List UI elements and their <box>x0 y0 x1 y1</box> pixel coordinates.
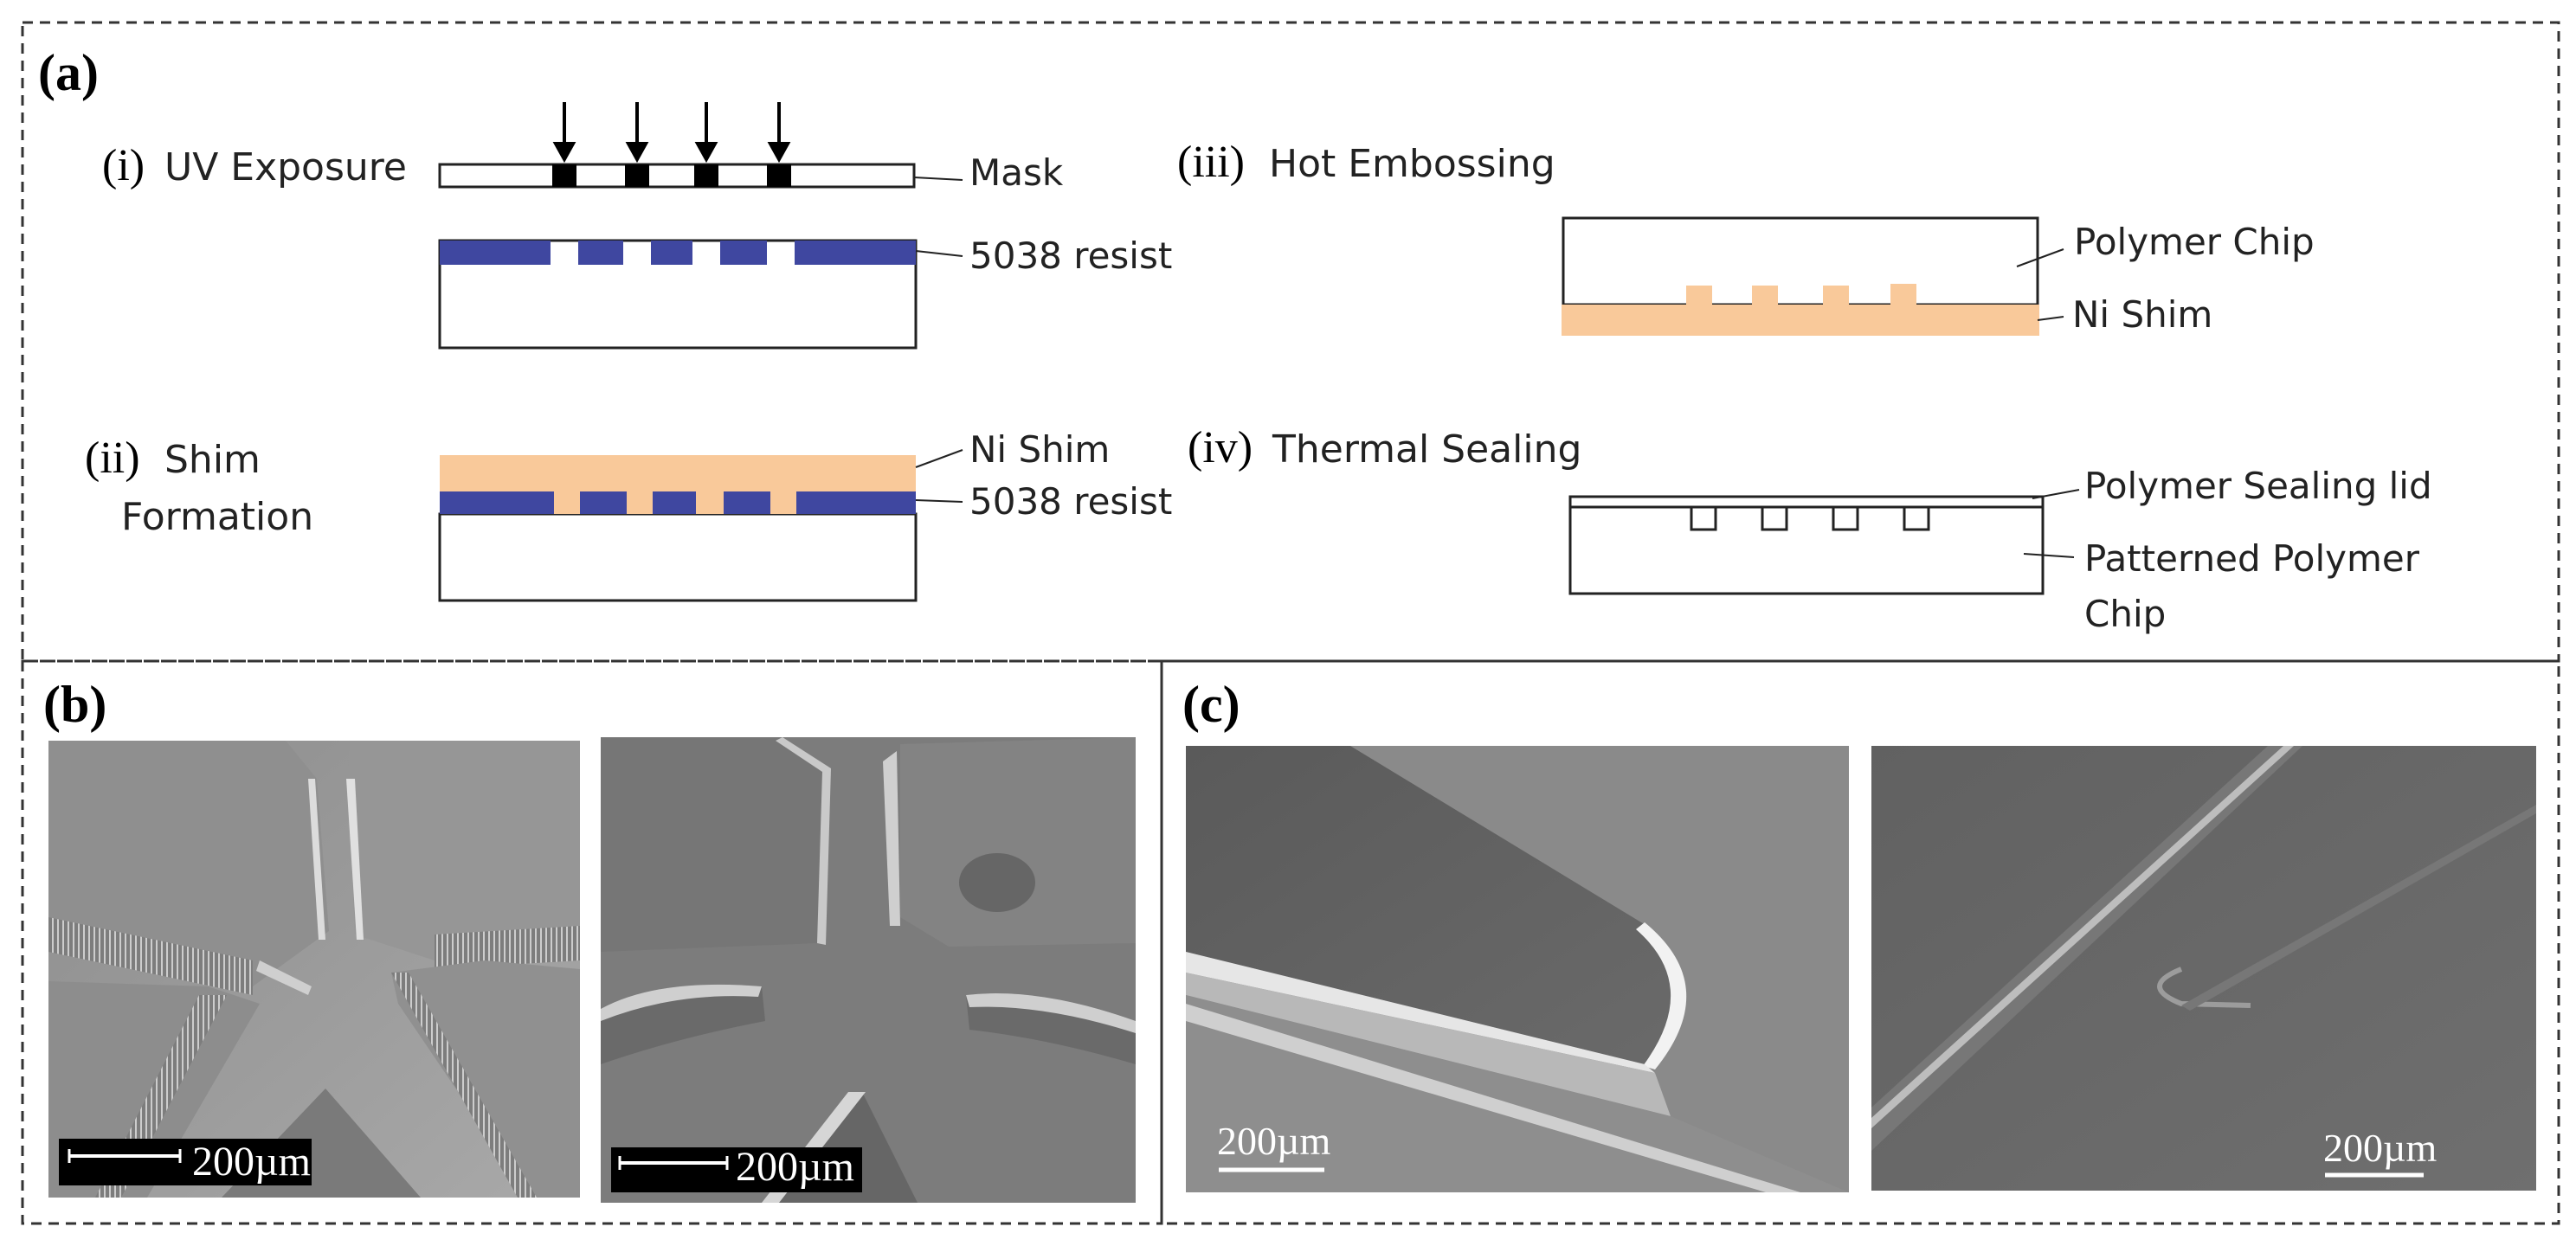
panel-c: (c) 200µm 200µm <box>1182 676 2536 1192</box>
callout-leader <box>915 250 963 257</box>
step-ii-name: Shim <box>164 438 261 482</box>
callout-resist: 5038 resist <box>969 234 1172 277</box>
callout-polymer-chip: Polymer Chip <box>2074 221 2315 263</box>
callout-ni-shim: Ni Shim <box>969 428 1110 471</box>
uv-arrows <box>552 102 791 164</box>
resist-layer <box>440 241 916 265</box>
callout-patterned-polymer-line2: Chip <box>2084 593 2166 635</box>
mask-opening <box>552 164 576 187</box>
callout-leader <box>913 177 963 181</box>
callout-sealing-lid: Polymer Sealing lid <box>2084 465 2432 507</box>
panel-a-label: (a) <box>38 44 99 101</box>
patterned-polymer-chip <box>1568 505 2045 595</box>
callout-mask: Mask <box>969 151 1064 194</box>
callout-leader <box>915 499 963 503</box>
sem-image-b1: 200µm <box>48 741 580 1198</box>
panel-borders <box>21 21 2560 1225</box>
step-i-number: (i) <box>102 141 145 190</box>
uv-arrow-icon <box>552 102 576 164</box>
panel-b: (b) 200µm <box>43 676 1136 1203</box>
step-uv-exposure: (i) UV Exposure Mask <box>102 102 1172 350</box>
scalebar-label-b2: 200µm <box>736 1144 854 1190</box>
step-iii-name: Hot Embossing <box>1269 142 1555 186</box>
scalebar-label-b1: 200µm <box>192 1139 311 1185</box>
callout-patterned-polymer: Patterned Polymer <box>2084 537 2420 580</box>
sem-image-c1: 200µm <box>1186 746 1849 1192</box>
polymer-sealing-lid <box>1568 495 2045 509</box>
callout-ni-shim: Ni Shim <box>2072 293 2212 336</box>
step-shim-formation: (ii) Shim Formation Ni Shim 5038 resist <box>85 428 1172 602</box>
mask-opening <box>767 164 791 187</box>
mask-plate <box>438 163 916 189</box>
embossed-channels <box>1690 505 1930 531</box>
ni-shim-embossed <box>1562 284 2039 336</box>
uv-arrow-icon <box>625 102 649 164</box>
callout-leader <box>2037 316 2064 321</box>
scalebar-label-c2: 200µm <box>2323 1126 2438 1170</box>
mask-opening <box>625 164 649 187</box>
step-iv-name: Thermal Sealing <box>1272 427 1581 472</box>
sem-image-c2: 200µm <box>1871 746 2536 1191</box>
resist-layer <box>440 491 916 514</box>
polymer-chip <box>1562 216 2039 306</box>
uv-arrow-icon <box>767 102 791 164</box>
step-hot-embossing: (iii) Hot Embossing Polymer Chip Ni Shim <box>1177 138 2315 336</box>
mask-opening <box>694 164 718 187</box>
panel-c-label: (c) <box>1182 676 1240 733</box>
callout-leader <box>2016 248 2064 267</box>
step-i-name: UV Exposure <box>164 145 407 189</box>
step-iii-number: (iii) <box>1177 138 1245 187</box>
uv-arrow-icon <box>694 102 718 164</box>
step-iv-number: (iv) <box>1188 423 1253 472</box>
panel-a-border <box>21 21 2560 663</box>
sem-image-b2: 200µm <box>601 737 1136 1203</box>
step-ii-number: (ii) <box>85 434 140 483</box>
panel-c-border <box>1160 659 2560 1225</box>
callout-resist: 5038 resist <box>969 480 1172 523</box>
callout-leader <box>915 449 963 468</box>
panel-b-label: (b) <box>43 676 106 733</box>
callout-leader <box>2032 489 2080 499</box>
panel-a: (a) (i) UV Exposure Mask <box>38 44 2432 635</box>
step-thermal-sealing: (iv) Thermal Sealing Polymer Sealing lid… <box>1188 423 2432 635</box>
callout-leader <box>2023 553 2075 558</box>
step-ii-name-line2: Formation <box>121 495 313 539</box>
substrate <box>438 512 918 602</box>
scalebar-label-c1: 200µm <box>1217 1119 1331 1163</box>
